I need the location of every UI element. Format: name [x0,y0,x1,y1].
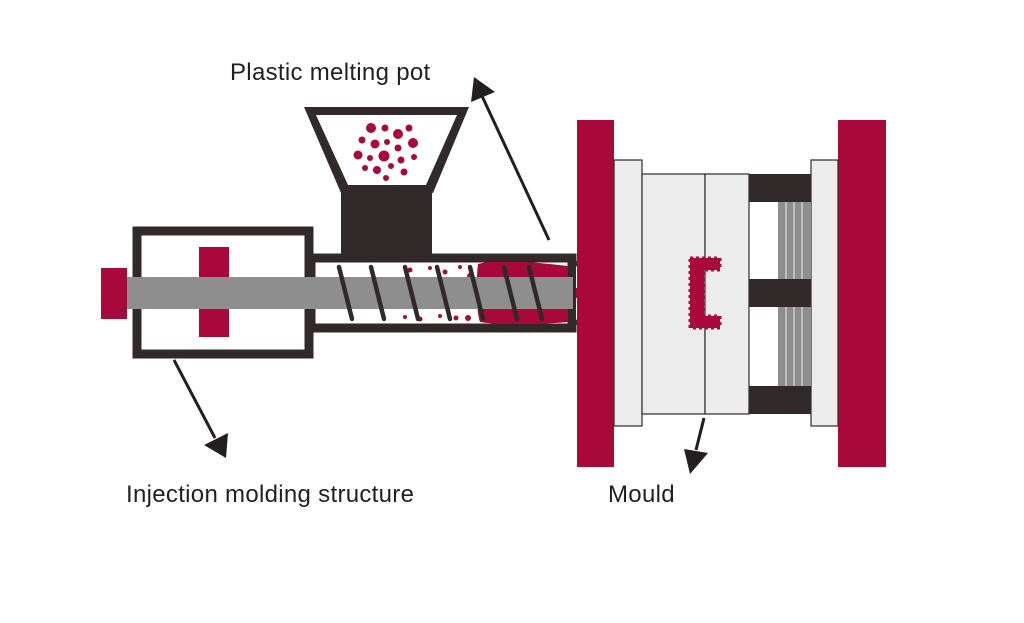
label-mould: Mould [608,481,675,508]
label-injection-molding-structure: Injection molding structure [126,481,415,508]
screw-flights [336,264,545,322]
support-blocks [749,174,811,414]
screw [101,264,573,322]
ejector-plates [778,202,811,386]
rear-platen [838,120,886,467]
moving-clamp-plate [810,159,839,427]
hopper [304,107,469,255]
fixed-platen [577,120,614,467]
clamp-unit [577,120,886,467]
screw-end-cap [101,268,127,319]
fixed-clamp-plate [613,159,643,427]
label-plastic-melting-pot: Plastic melting pot [230,59,431,86]
arrow-mould [684,417,708,474]
hopper-throat [341,193,432,255]
arrow-melting-pot [471,77,551,241]
arrow-injection-structure [172,359,228,458]
plastic-pellets [353,123,418,181]
molded-part [688,256,722,330]
mould-half-moving [704,173,750,415]
